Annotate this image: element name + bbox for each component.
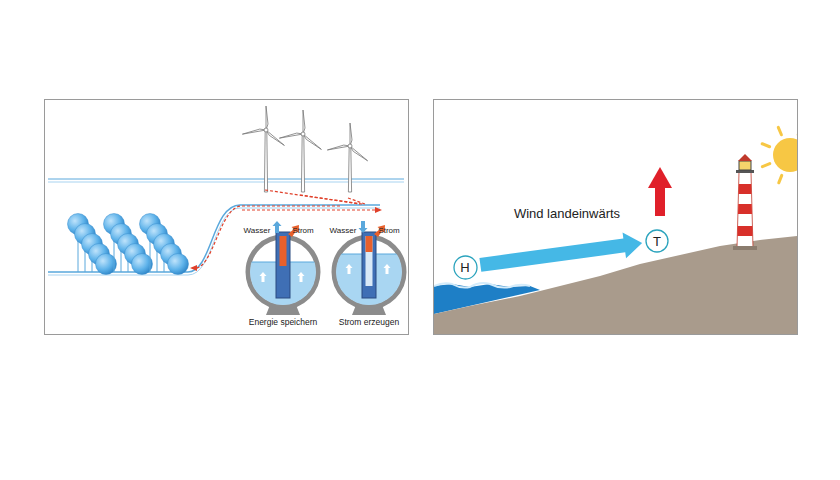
rising-air-arrow [648, 167, 672, 188]
storage-sphere [96, 254, 117, 275]
left-scene [48, 106, 404, 315]
sphere-cross-section [273, 221, 282, 226]
lighthouse [737, 226, 752, 236]
sun [773, 138, 797, 172]
sphere-cross-section [359, 228, 368, 233]
pressure-letter: H [460, 261, 469, 274]
part-label: Strom [292, 227, 313, 236]
wind-turbine [264, 130, 267, 192]
wind-turbine [242, 106, 367, 192]
lighthouse [737, 172, 753, 248]
wind-turbine [348, 144, 352, 148]
part-label: Wasser [244, 227, 271, 236]
wave-crest [434, 283, 530, 288]
part-label: Strom [378, 227, 399, 236]
sun [779, 175, 782, 182]
wind-turbine [242, 106, 284, 192]
power-cable [300, 195, 362, 204]
rising-air-arrow [648, 167, 672, 216]
wind-turbine [279, 110, 321, 192]
sphere-cross-section [262, 276, 265, 282]
sun [762, 144, 769, 147]
sphere-cross-section [334, 221, 404, 315]
wind-turbine [279, 133, 303, 138]
sphere-cross-section [260, 272, 267, 276]
panel-frame [434, 100, 798, 335]
right-scene [434, 127, 797, 334]
lighthouse [739, 161, 751, 170]
lighthouse [739, 184, 752, 194]
wind-turbine [303, 110, 305, 134]
sphere-cross-section [366, 236, 373, 286]
wind-turbine [303, 134, 321, 149]
sphere-cross-section [248, 221, 404, 315]
lighthouse [733, 154, 757, 250]
sphere-cross-section [276, 232, 290, 298]
power-cable [242, 209, 376, 210]
sphere-cross-section [348, 268, 351, 274]
circle-outline [454, 256, 477, 279]
rising-air-arrow [655, 186, 665, 216]
circle-outline [646, 230, 668, 252]
storage-sphere [132, 254, 153, 275]
cable-arrowhead [190, 265, 197, 271]
wind-turbine [301, 134, 304, 192]
wind-turbine [266, 106, 268, 130]
wind-turbine [327, 123, 367, 192]
wind-turbine [327, 145, 350, 150]
wind-turbine [350, 123, 352, 146]
part-label: Wasser [330, 227, 357, 236]
lighthouse [738, 204, 752, 214]
sphere-cross-section [361, 221, 365, 228]
caption-label: Strom erzeugen [339, 318, 399, 327]
sphere-cross-section [386, 268, 389, 274]
sphere-cross-section [300, 276, 303, 282]
storage-sphere [132, 254, 153, 275]
sphere-cross-section [248, 221, 318, 315]
sun [762, 164, 769, 167]
lighthouse [738, 154, 752, 161]
lighthouse [733, 246, 757, 250]
storage-sphere [168, 254, 189, 275]
sphere-cross-section [280, 236, 287, 266]
wind-turbine [350, 146, 368, 161]
wind-turbine [301, 132, 305, 136]
pressure-letter: T [653, 235, 661, 248]
sphere-cross-section [346, 264, 353, 268]
storage-sphere [168, 254, 189, 275]
wind-arrow [479, 233, 642, 272]
sphere-cross-section [384, 264, 391, 268]
sphere-cross-section [275, 226, 279, 233]
panel-frame [45, 100, 409, 335]
power-cable [348, 198, 365, 204]
seabed-line [48, 208, 380, 275]
cable-arrowhead [375, 207, 382, 213]
wind-turbine [348, 146, 351, 192]
wind-turbine [242, 129, 266, 134]
seabed-line [48, 205, 380, 275]
sphere-cross-section [366, 236, 373, 252]
wind-turbine [264, 128, 268, 132]
wind-label: Wind landeinwärts [514, 207, 620, 221]
caption-label: Energie speichern [249, 318, 318, 327]
storage-sphere [96, 254, 117, 275]
storage-sphere [68, 214, 189, 275]
pressure-circle: H [453, 255, 478, 280]
sphere-cross-section [362, 232, 376, 298]
sun [778, 127, 781, 134]
pressure-circle: T [645, 229, 669, 253]
sun [762, 127, 797, 183]
sphere-cross-section [298, 272, 305, 276]
sun [762, 127, 797, 183]
